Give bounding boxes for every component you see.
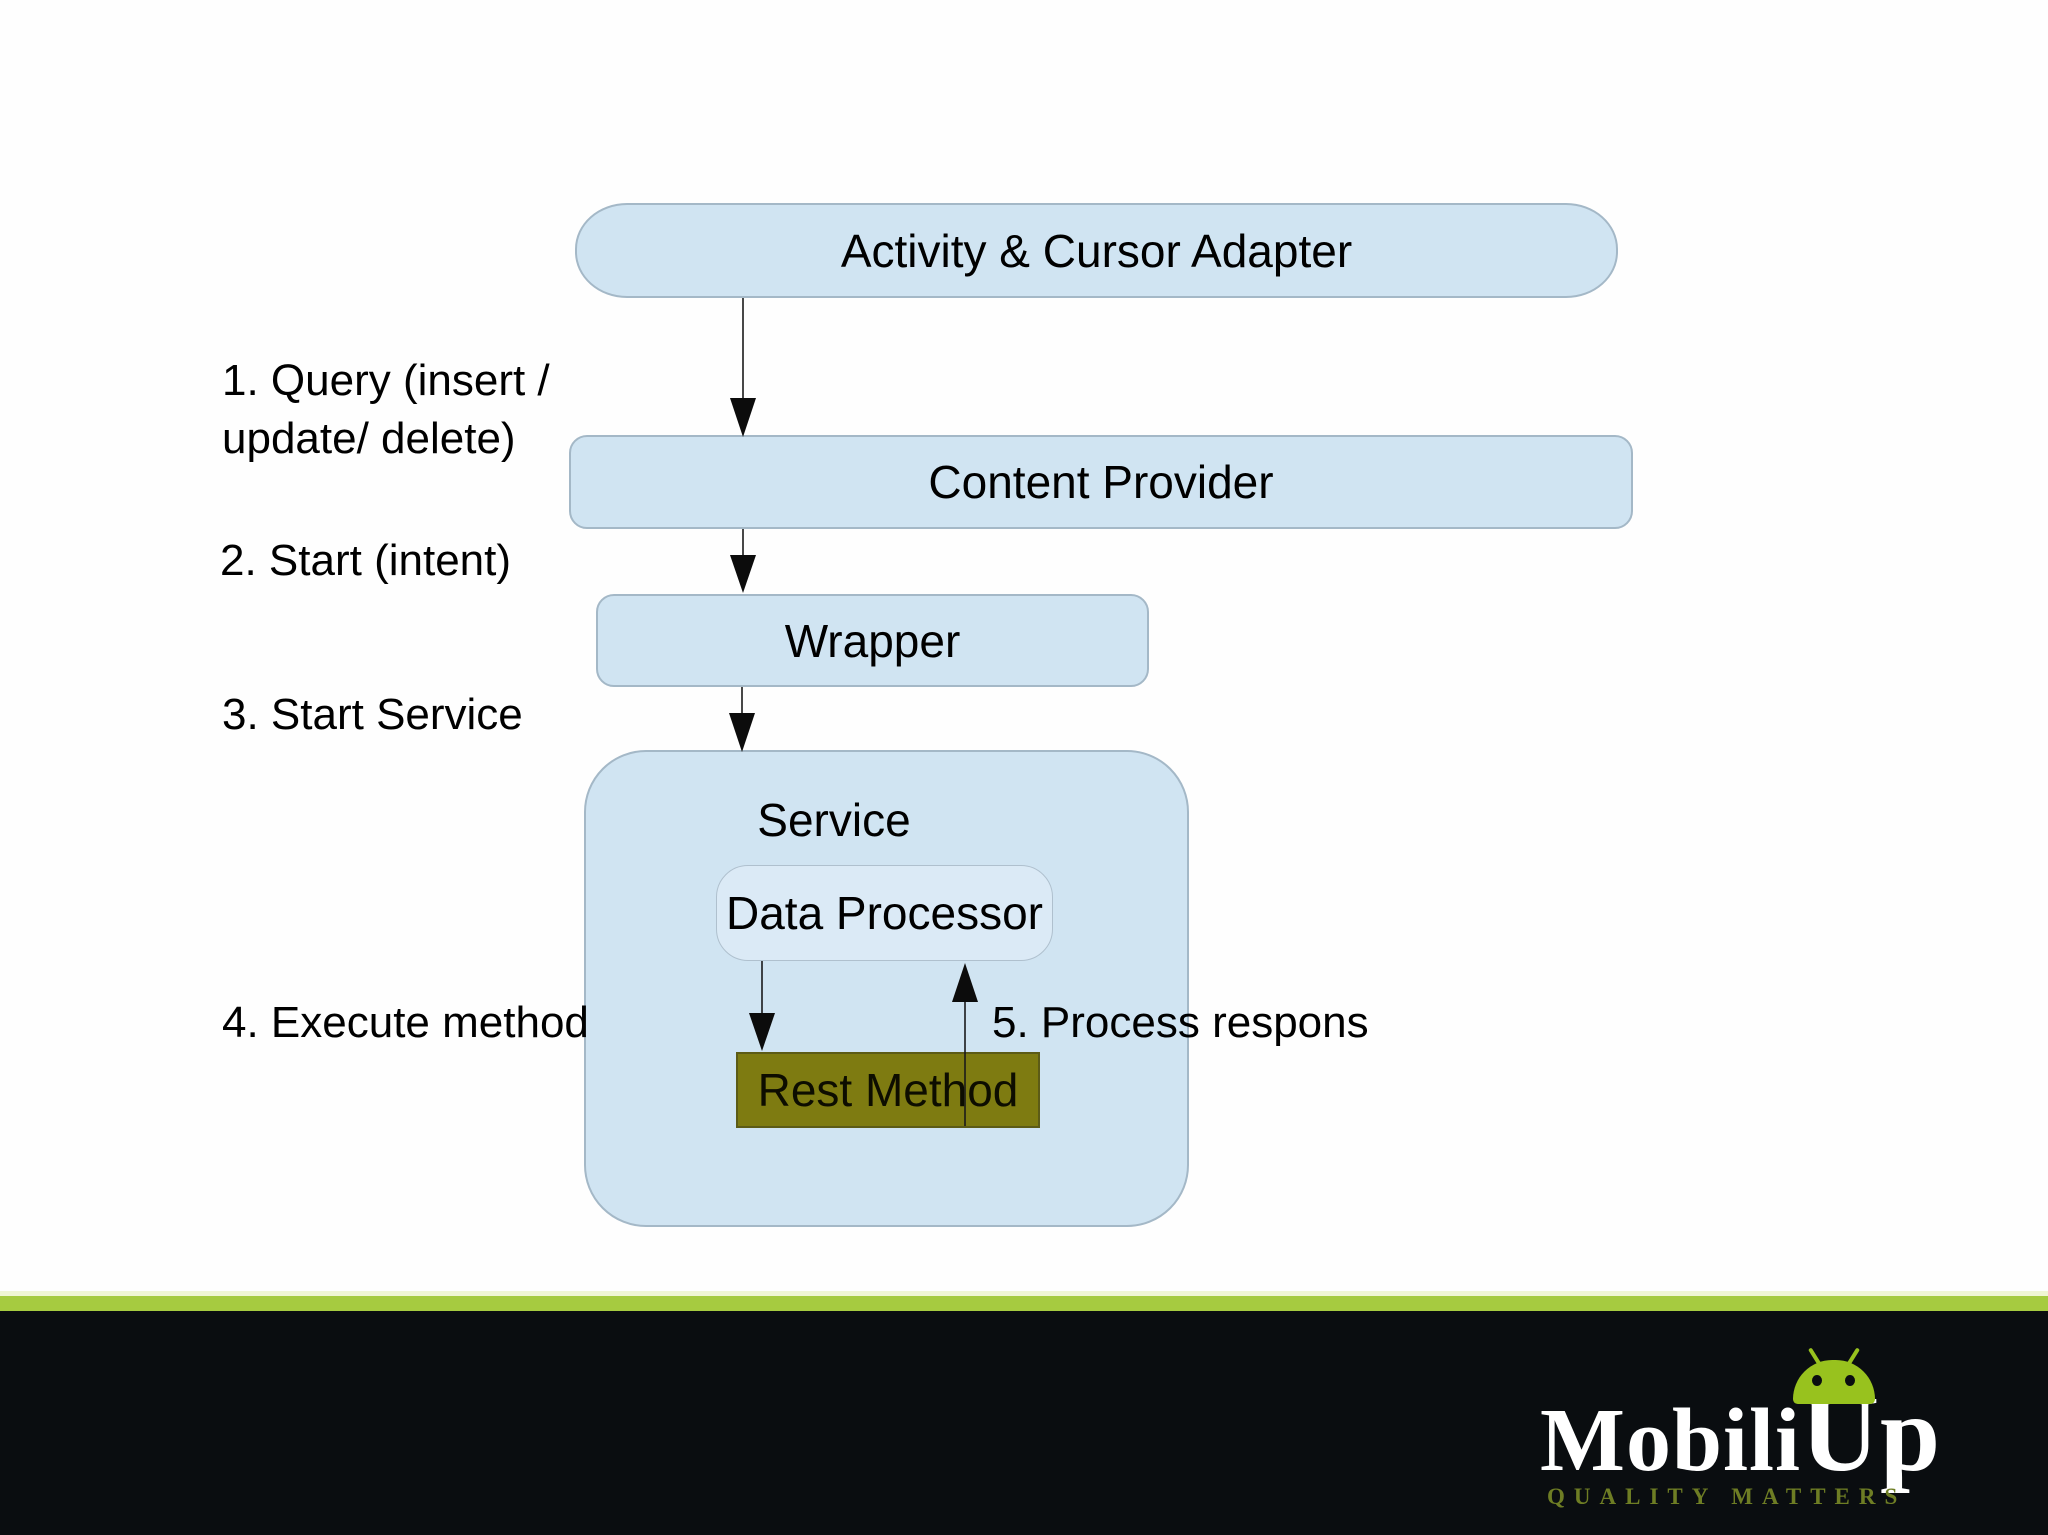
box-service-label: Service: [757, 794, 911, 846]
footer-bar: [0, 1311, 2048, 1535]
mobiliup-logo: MobiliUp: [1540, 1381, 1941, 1489]
box-data-processor-label: Data Processor: [725, 887, 1043, 939]
android-eye-left-icon: [1812, 1375, 1822, 1386]
box-content-provider: Content Provider: [569, 435, 1633, 529]
box-wrapper-label: Wrapper: [784, 614, 961, 667]
arrow-step-2-icon: [730, 529, 756, 593]
logo-text-mobili: Mobili: [1540, 1391, 1802, 1490]
android-eye-right-icon: [1845, 1375, 1855, 1386]
box-content-label: Content Provider: [928, 456, 1274, 508]
footer-green-divider: [0, 1291, 2048, 1311]
step-label-1: 1. Query (insert / update/ delete): [222, 356, 550, 464]
step-label-3: 3. Start Service: [222, 690, 523, 739]
box-activity-label: Activity & Cursor Adapter: [840, 224, 1353, 277]
box-rest-method: Rest Method: [736, 1052, 1040, 1128]
box-data-processor: Data Processor: [716, 865, 1053, 961]
arrow-step-1-icon: [730, 298, 756, 437]
logo-tagline: QUALITY MATTERS: [1547, 1484, 1907, 1509]
box-activity-cursor-adapter: Activity & Cursor Adapter: [575, 203, 1618, 298]
box-wrapper: Wrapper: [596, 594, 1149, 687]
box-rest-method-label: Rest Method: [757, 1064, 1019, 1116]
step-label-2: 2. Start (intent): [220, 536, 512, 585]
arrow-step-3-icon: [729, 687, 755, 752]
box-service-container: [584, 750, 1189, 1227]
step-label-5: 5. Process respons: [992, 998, 1369, 1047]
step-label-4: 4. Execute method: [222, 998, 589, 1047]
